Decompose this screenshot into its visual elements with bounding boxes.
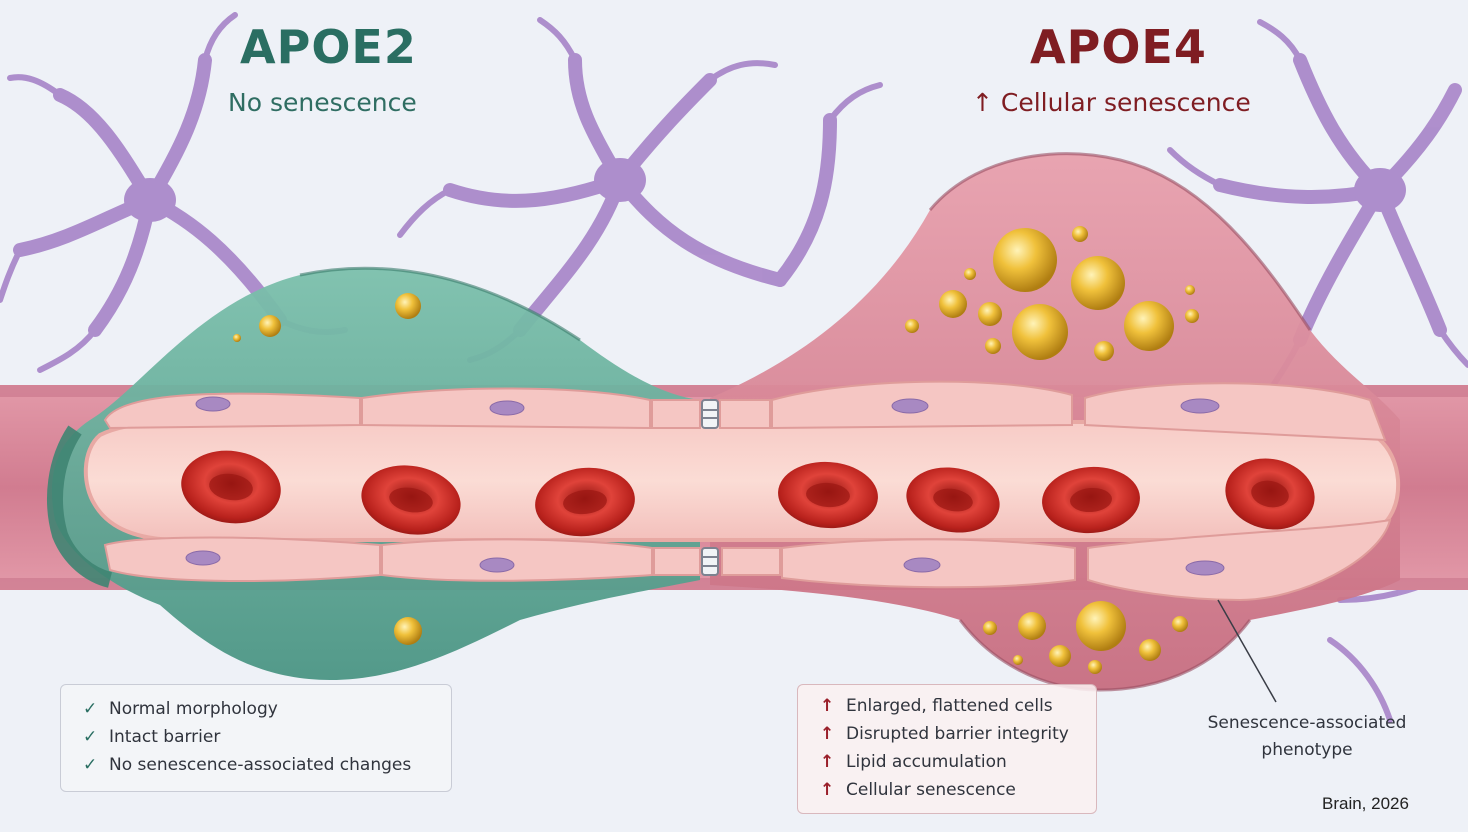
source-credit: Brain, 2026 (1322, 794, 1409, 813)
red-blood-cells (181, 450, 1315, 537)
feature-row: ↑ Cellular senescence (820, 776, 1016, 804)
up-arrow-icon: ↑ (820, 752, 835, 772)
annotation-line: Senescence-associated (1207, 713, 1407, 733)
feature-text: Disrupted barrier integrity (846, 724, 1069, 744)
checkmark-icon: ✓ (83, 755, 98, 775)
apoe4-title: APOE4 (1030, 20, 1207, 74)
feature-text: Intact barrier (109, 727, 221, 747)
checkmark-icon: ✓ (83, 699, 98, 719)
apoe2-features-box: ✓ Normal morphology ✓ Intact barrier ✓ No s… (60, 684, 452, 792)
feature-row: ↑ Lipid accumulation (820, 748, 1007, 776)
up-arrow-icon: ↑ (820, 724, 835, 744)
vessel-lumen (83, 420, 1401, 542)
checkmark-icon: ✓ (83, 727, 98, 747)
feature-row: ✓ Normal morphology (83, 695, 278, 723)
feature-row: ✓ Intact barrier (83, 723, 220, 751)
feature-text: No senescence-associated changes (109, 755, 412, 775)
apoe2-subtitle: No senescence (228, 88, 417, 117)
endothelial-cells (103, 380, 1392, 602)
feature-row: ✓ No senescence-associated changes (83, 751, 411, 779)
feature-text: Lipid accumulation (846, 752, 1007, 772)
up-arrow-icon: ↑ (820, 696, 835, 716)
feature-row: ↑ Enlarged, flattened cells (820, 692, 1053, 720)
apoe2-title: APOE2 (240, 20, 417, 74)
annotation-pointer (1217, 599, 1277, 703)
endothelial-nuclei (185, 396, 1225, 576)
apoe4-subtitle: ↑ Cellular senescence (972, 88, 1251, 117)
apoe4-features-box: ↑ Enlarged, flattened cells ↑ Disrupted ba… (797, 684, 1097, 814)
up-arrow-icon: ↑ (820, 780, 835, 800)
tight-junction (701, 399, 719, 576)
astrocyte-network (0, 12, 1468, 723)
feature-text: Cellular senescence (846, 780, 1016, 800)
annotation-line: phenotype (1261, 740, 1353, 760)
lipid-droplets (233, 226, 1199, 674)
feature-row: ↑ Disrupted barrier integrity (820, 720, 1069, 748)
feature-text: Normal morphology (109, 699, 278, 719)
senescence-annotation: Senescence-associated phenotype (1192, 710, 1422, 764)
feature-text: Enlarged, flattened cells (846, 696, 1053, 716)
